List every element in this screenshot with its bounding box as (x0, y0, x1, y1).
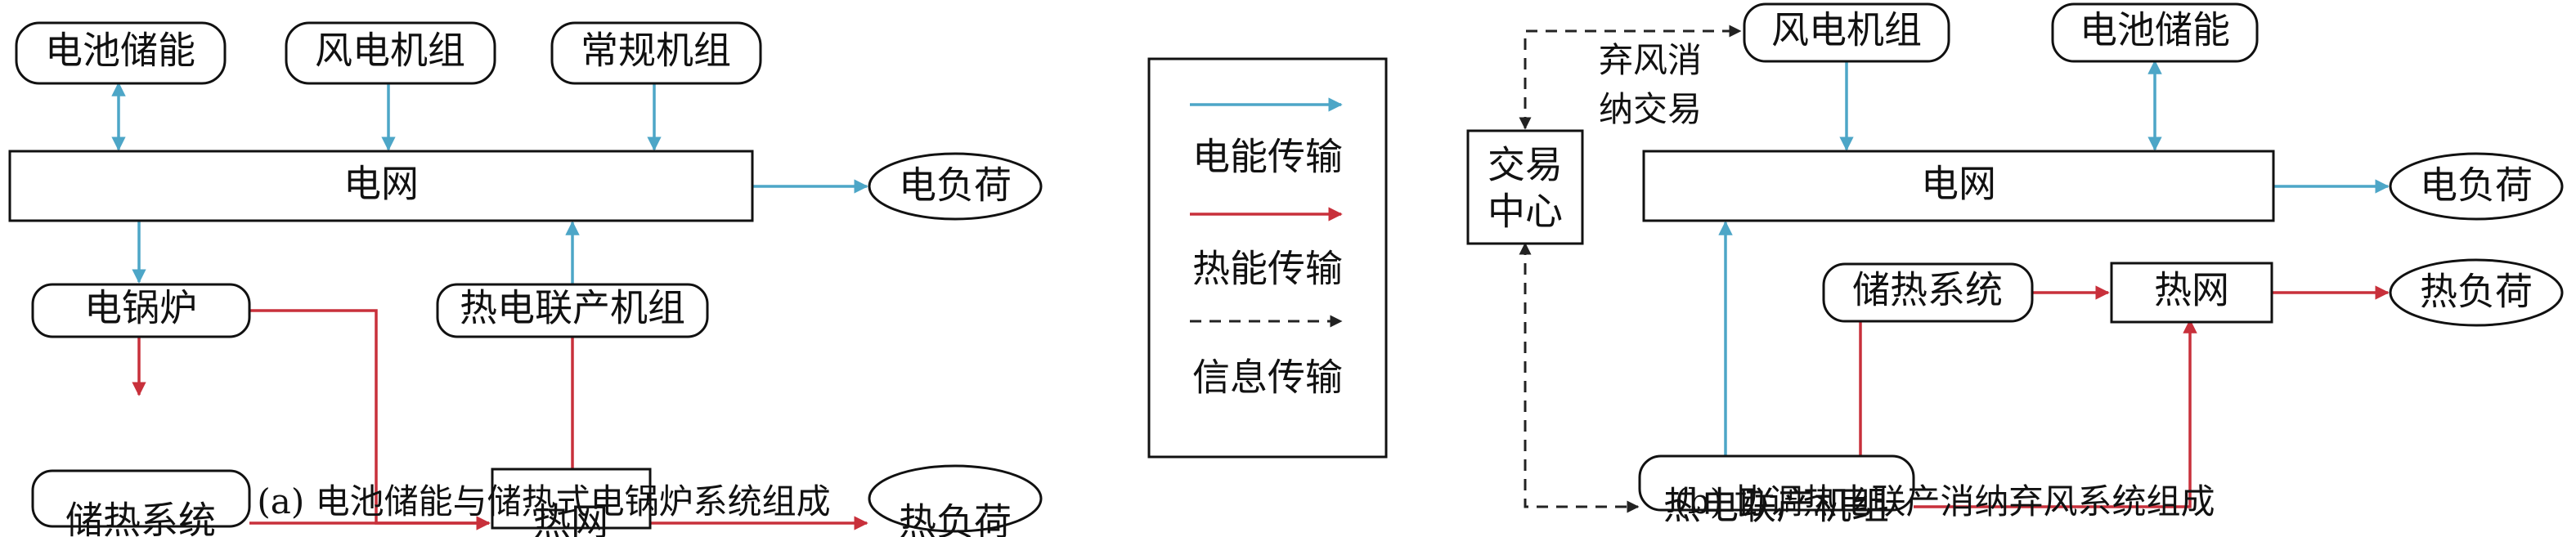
b-annotation-line2: 纳交易 (1599, 89, 1702, 129)
a-heat-grid-node: 热网 (491, 468, 652, 537)
a-battery-label: 电池储能 (45, 29, 195, 73)
a-battery-node: 电池储能 (15, 21, 227, 85)
a-chp-label: 热电联产机组 (460, 286, 685, 330)
legend: 电能传输 热能传输 信息传输 (1147, 57, 1388, 459)
a-chp-node: 热电联产机组 (436, 283, 709, 338)
b-wind-node: 风电机组 (1743, 2, 1950, 63)
b-elec-load-label: 电负荷 (2420, 163, 2533, 208)
a-heat-storage-label: 储热系统 (65, 499, 216, 537)
b-grid-label: 电网 (1921, 162, 1996, 206)
legend-heat-label: 热能传输 (1192, 247, 1343, 291)
a-conventional-label: 常规机组 (581, 29, 731, 73)
b-battery-label: 电池储能 (2080, 8, 2230, 52)
b-trade-center-label-1: 交易 (1488, 143, 1563, 187)
diagram-a: 电池储能 风电机组 常规机组 电网 电负荷 电锅炉 热电联产机组 储热系统 (8, 21, 1043, 537)
a-elec-load-label: 电负荷 (899, 163, 1012, 208)
b-trade-center-label-2: 中心 (1488, 190, 1563, 234)
a-elec-load-node: 电负荷 (868, 152, 1043, 221)
a-heat-grid-label: 热网 (533, 500, 608, 537)
a-heat-load-node: 热负荷 (868, 464, 1043, 537)
b-heat-storage-node: 储热系统 (1822, 262, 2034, 323)
legend-frame (1147, 57, 1388, 459)
b-caption: (b) 协调热电联产消纳弃风系统组成 (1674, 481, 2215, 521)
a-wind-node: 风电机组 (285, 21, 496, 85)
diagram-b: 风电机组 电池储能 弃风消 纳交易 交易 中心 电网 电负荷 储热系统 热网 (1466, 2, 2564, 528)
a-conventional-node: 常规机组 (550, 21, 762, 85)
a-boiler-label: 电锅炉 (84, 286, 197, 330)
b-elec-load-node: 电负荷 (2389, 152, 2564, 221)
b-heat-grid-label: 热网 (2154, 268, 2229, 312)
a-grid-node: 电网 (8, 150, 754, 222)
a-caption: (a) 电池储能与储热式电锅炉系统组成 (257, 481, 830, 521)
b-wind-label: 风电机组 (1771, 8, 1922, 52)
b-trade-wind-info-arrow (1519, 25, 1742, 130)
b-heat-load-node: 热负荷 (2389, 258, 2564, 327)
b-grid-node: 电网 (1642, 150, 2275, 222)
b-heat-storage-label: 储热系统 (1852, 268, 2003, 312)
b-heat-grid-node: 热网 (2110, 262, 2273, 324)
a-heat-storage-node: 储热系统 (31, 469, 251, 537)
a-grid-label: 电网 (343, 162, 419, 206)
b-battery-node: 电池储能 (2051, 2, 2259, 63)
a-wind-label: 风电机组 (315, 29, 465, 73)
b-annotation-line1: 弃风消 (1599, 40, 1702, 80)
b-trade-chp-info-arrow (1519, 242, 1640, 513)
b-heat-load-label: 热负荷 (2420, 270, 2533, 314)
b-chp-heatgrid-arrow (1914, 319, 2197, 508)
legend-info-label: 信息传输 (1192, 356, 1343, 400)
legend-elec-label: 电能传输 (1192, 135, 1343, 179)
a-boiler-node: 电锅炉 (31, 283, 251, 338)
b-trade-center-node: 交易 中心 (1466, 129, 1584, 245)
b-chp-node: 热电联产机组 (1638, 454, 1915, 528)
a-heat-load-label: 热负荷 (899, 500, 1012, 537)
b-chp-label: 热电联产机组 (1663, 484, 1889, 528)
